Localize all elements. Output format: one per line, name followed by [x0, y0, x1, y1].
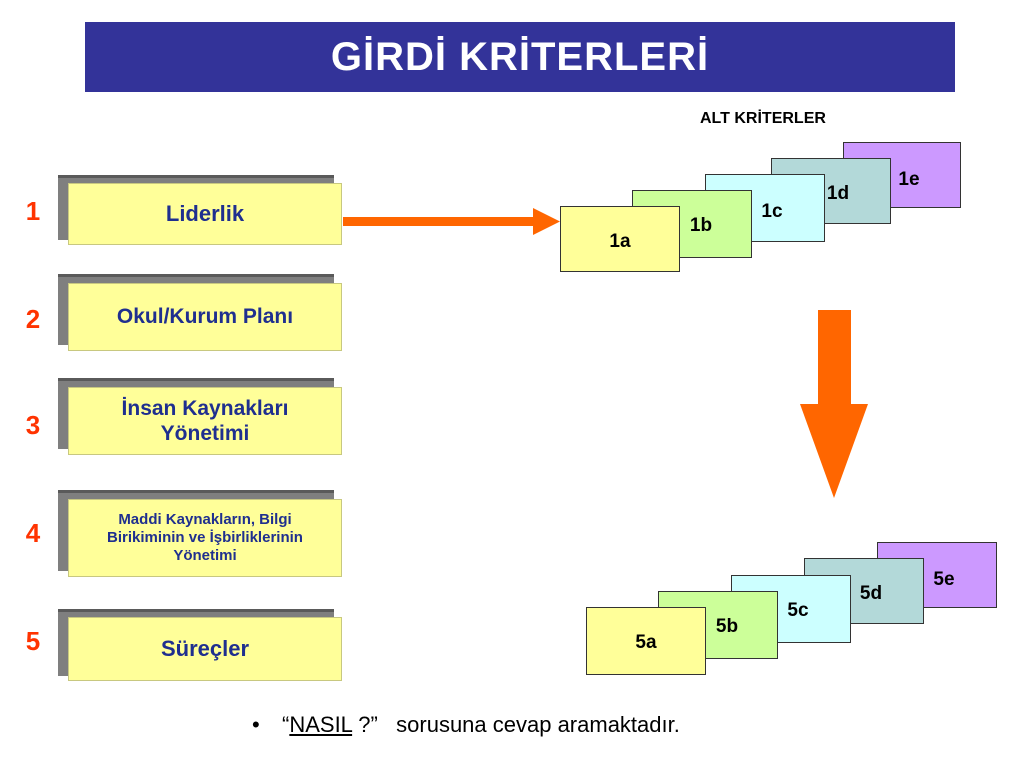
criterion-number-4: 4: [25, 518, 41, 548]
criterion-box-4: Maddi Kaynakların, Bilgi Birikiminin ve …: [68, 499, 342, 577]
page-title: GİRDİ KRİTERLERİ: [85, 22, 955, 92]
bullet-icon: •: [252, 712, 260, 737]
criterion-box-1: Liderlik: [68, 183, 342, 245]
sub-criteria-heading: ALT KRİTERLER: [700, 110, 826, 127]
criterion-box-3: İnsan Kaynakları Yönetimi: [68, 387, 342, 455]
criterion-box-2: Okul/Kurum Planı: [68, 283, 342, 351]
criterion-number-2: 2: [25, 304, 41, 334]
footer-rest: sorusuna cevap aramaktadır.: [396, 712, 680, 737]
criterion-box-5: Süreçler: [68, 617, 342, 681]
criterion-number-1: 1: [25, 196, 41, 226]
sub-criterion-1a: 1a: [560, 206, 680, 272]
open-quote: “: [282, 712, 290, 737]
close-quote: ?”: [352, 712, 378, 737]
nasil-word: NASIL: [289, 712, 353, 737]
criterion-number-3: 3: [25, 410, 41, 440]
sub-criterion-5a: 5a: [586, 607, 706, 675]
right-arrow-icon: [343, 208, 560, 235]
footer-note: • “NASIL ?” sorusuna cevap aramaktadır.: [252, 712, 680, 738]
down-arrow-icon: [800, 310, 868, 498]
criterion-number-5: 5: [25, 626, 41, 656]
